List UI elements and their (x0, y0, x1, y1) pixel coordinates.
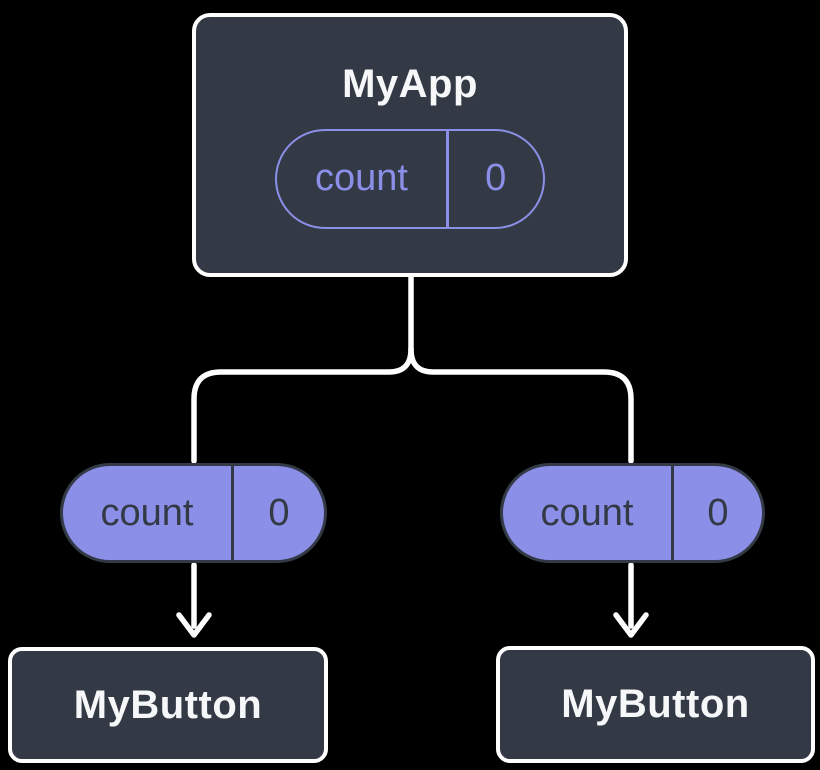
node-myapp-label: MyApp (342, 61, 478, 106)
prop-pill-left-name: count (100, 491, 194, 534)
prop-pill-right-value: 0 (707, 491, 729, 534)
prop-pill-right-divider (671, 466, 674, 560)
prop-pill-left: count 0 (60, 463, 327, 563)
arrow-right-head-icon (613, 612, 649, 638)
fork-right-line (408, 346, 634, 464)
state-pill-divider (446, 130, 449, 227)
prop-pill-left-value: 0 (268, 491, 290, 534)
state-pill-name: count (315, 157, 408, 199)
node-mybutton-left: MyButton (8, 647, 328, 763)
prop-pill-right-name: count (540, 491, 634, 534)
state-pill-value: 0 (485, 157, 507, 199)
prop-pill-left-divider (231, 466, 234, 560)
node-mybutton-left-label: MyButton (73, 682, 263, 727)
arrow-left-head-icon (176, 612, 212, 638)
node-mybutton-right: MyButton (496, 646, 815, 763)
node-mybutton-right-label: MyButton (561, 682, 750, 726)
state-pill-count: count 0 (275, 128, 545, 229)
prop-pill-right: count 0 (500, 463, 765, 563)
fork-left-line (191, 346, 414, 464)
node-myapp: MyApp count 0 (192, 13, 628, 277)
